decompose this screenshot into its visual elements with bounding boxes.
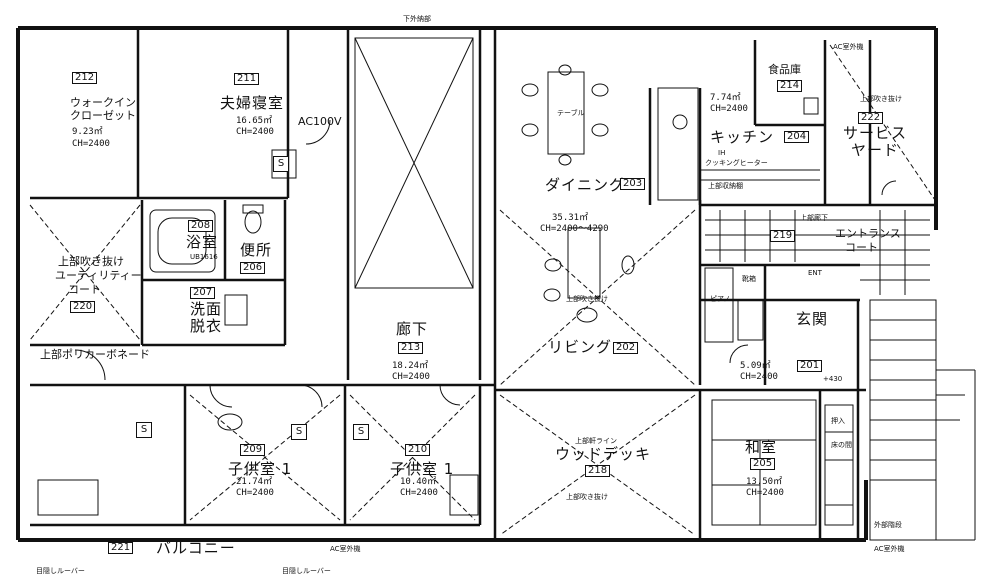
ac-outdoor-label: AC室外機	[833, 43, 864, 51]
entrance-name: 玄関	[796, 310, 829, 328]
utility-court-name-line2: ユーティリティー	[55, 269, 142, 282]
master-bedroom-ceiling: CH=2400	[236, 127, 274, 137]
pantry-number: 214	[777, 80, 803, 92]
child-room-a-name: 子供室 1	[228, 460, 293, 478]
walk-in-closet-area: 9.23㎡	[72, 127, 103, 137]
closet-label: 押入	[831, 417, 845, 425]
utility-court-name-line3: コート	[68, 283, 101, 296]
louver-right-label: 目隠しルーバー	[282, 567, 331, 575]
upper-storage-label: 上部収納棚	[708, 182, 743, 190]
storage-symbol-child1b: S	[291, 424, 307, 440]
wood-deck-void-label: 上部吹き抜け	[566, 493, 608, 501]
walk-in-closet-name-line2: クローゼット	[70, 109, 136, 122]
ldk-area: 35.31㎡	[552, 213, 589, 223]
service-yard-number: 222	[858, 112, 884, 124]
shoe-cabinet-label: 靴箱	[742, 275, 756, 283]
ac-outdoor-label-3: AC室外機	[330, 545, 361, 553]
storage-symbol-bedroom: S	[273, 156, 289, 172]
storage-symbol-child2: S	[353, 424, 369, 440]
top-wall-label: 下外納部	[403, 15, 431, 23]
child-room-a-number: 209	[240, 444, 266, 456]
tatami-room-ceiling: CH=2400	[746, 488, 784, 498]
balcony-number: 221	[108, 542, 134, 554]
walk-in-closet-number: 212	[72, 72, 98, 84]
kitchen-number: 204	[784, 131, 810, 143]
kitchen-area: 7.74㎡	[710, 93, 741, 103]
washroom-name-line2: 脱衣	[190, 317, 223, 335]
child-room-a-area: 21.74㎡	[236, 477, 273, 487]
child-room-b-area: 10.40㎡	[400, 477, 437, 487]
service-yard-void-label: 上部吹き抜け	[860, 95, 902, 103]
bathroom-name: 浴室	[186, 233, 219, 251]
kitchen-ceiling: CH=2400	[710, 104, 748, 114]
hallway-number: 213	[398, 342, 424, 354]
child-room-a-ceiling: CH=2400	[236, 488, 274, 498]
toilet-number: 206	[240, 262, 266, 274]
entrance-court-upper-label: 上部廊下	[800, 214, 828, 222]
alcove-label: 床の間	[831, 441, 852, 449]
ac-outlet-label: AC100V	[298, 115, 342, 128]
entrance-court-name-line2: コート	[845, 241, 878, 254]
walk-in-closet-ceiling: CH=2400	[72, 139, 110, 149]
hallway-ceiling: CH=2400	[392, 372, 430, 382]
tatami-room-number: 205	[750, 458, 776, 470]
living-void-label: 上部吹き抜け	[566, 295, 608, 303]
entrance-area: 5.09㎡	[740, 361, 771, 371]
ac-outdoor-label-2: AC室外機	[874, 545, 905, 553]
wood-deck-name: ウッドデッキ	[555, 445, 652, 463]
cooking-heater-label: クッキングヒーター	[705, 159, 768, 167]
exterior-walls	[16, 26, 938, 542]
storage-symbol-child1: S	[136, 422, 152, 438]
utility-court-number: 220	[70, 301, 96, 313]
toilet-name: 便所	[240, 241, 273, 259]
polycarbonate-roof-label: 上部ポリカーボネード	[40, 348, 150, 361]
tatami-room-name: 和室	[745, 438, 778, 456]
dining-name: ダイニング	[545, 176, 626, 194]
child-room-b-ceiling: CH=2400	[400, 488, 438, 498]
external-stair-label: 外部階段	[874, 521, 902, 529]
entrance-level: +430	[823, 375, 843, 383]
child-room-b-number: 210	[405, 444, 431, 456]
dining-table-label: テーブル	[557, 109, 585, 117]
hallway-area: 18.24㎡	[392, 361, 429, 371]
balcony-name: バルコニー	[156, 539, 236, 557]
tatami-room-area: 13.50㎡	[746, 477, 783, 487]
living-name: リビング	[548, 338, 613, 356]
walls	[30, 28, 936, 540]
child-room-b-name: 子供室 1	[390, 460, 455, 478]
hallway-name: 廊下	[396, 320, 429, 338]
master-bedroom-area: 16.65㎡	[236, 116, 273, 126]
kitchen-name: キッチン	[710, 128, 775, 146]
entrance-number: 201	[797, 360, 823, 372]
washroom-name-line1: 洗面	[190, 300, 223, 318]
entrance-ceiling: CH=2400	[740, 372, 778, 382]
eave-line-label: 上部軒ライン	[575, 437, 617, 445]
ih-label: IH	[718, 149, 726, 157]
pantry-name: 食品庫	[768, 63, 801, 76]
bathroom-number: 208	[188, 220, 214, 232]
louver-left-label: 目隠しルーバー	[36, 567, 85, 575]
entrance-court-number: 219	[770, 230, 796, 242]
master-bedroom-number: 211	[234, 73, 260, 85]
master-bedroom-name: 夫婦寝室	[220, 94, 285, 112]
dining-number: 203	[620, 178, 646, 190]
entrance-court-name-line1: エントランス	[835, 227, 901, 240]
wood-deck-number: 218	[585, 465, 611, 477]
washroom-number: 207	[190, 287, 216, 299]
walk-in-closet-name-line1: ウォークイン	[70, 96, 136, 109]
living-number: 202	[613, 342, 639, 354]
bathroom-unit: UB1616	[190, 253, 218, 261]
service-yard-name-line1: サービス	[843, 124, 908, 142]
ldk-ceiling: CH=2400～4290	[540, 224, 609, 234]
ent-label: ENT	[808, 269, 822, 277]
utility-court-name-line1: 上部吹き抜け	[58, 255, 124, 268]
fixtures	[29, 37, 976, 541]
piano-label: ピアノ	[710, 295, 731, 303]
service-yard-name-line2: ヤード	[851, 141, 900, 159]
